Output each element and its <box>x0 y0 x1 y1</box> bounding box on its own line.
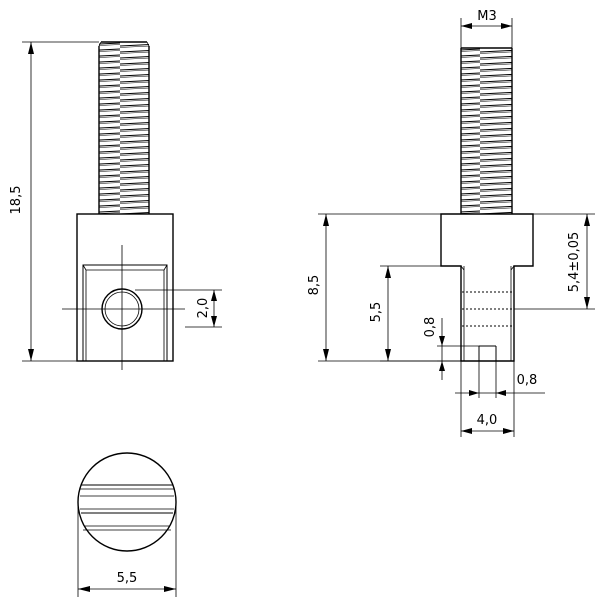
dim-pin-height: 5,4±0,05 <box>514 213 595 310</box>
dim-thread-label: M3 <box>477 9 497 24</box>
dim-diameter: 5,5 <box>77 502 177 597</box>
dim-diameter-label: 5,5 <box>117 571 138 586</box>
dim-base-width-label: 4,0 <box>477 413 498 428</box>
head-circle <box>77 452 177 552</box>
dim-body-height-label: 8,5 <box>307 275 322 296</box>
dim-wall-vertical: 0,8 <box>423 317 479 380</box>
dim-pin-height-label: 5,4±0,05 <box>567 232 582 293</box>
top-view <box>77 452 177 552</box>
front-thread <box>98 41 150 214</box>
dim-body-height: 8,5 <box>307 213 461 362</box>
dim-hole-offset-label: 2,0 <box>196 298 211 319</box>
front-view <box>62 41 185 370</box>
dim-total-length-label: 18,5 <box>9 186 24 215</box>
dim-slot-height: 5,5 <box>369 265 461 362</box>
front-body <box>76 213 174 362</box>
dim-total-length: 18,5 <box>9 41 99 362</box>
dim-hole-offset: 2,0 <box>135 289 222 328</box>
dim-base-width: 4,0 <box>460 361 515 437</box>
side-view <box>440 47 534 362</box>
side-thread <box>460 47 513 214</box>
dim-wall-vertical-label: 0,8 <box>423 317 438 338</box>
front-slot <box>82 264 168 361</box>
dim-wall-horizontal-label: 0,8 <box>517 373 538 388</box>
side-body <box>440 213 534 362</box>
dim-slot-height-label: 5,5 <box>369 302 384 323</box>
dim-thread: M3 <box>460 9 513 48</box>
dim-wall-horizontal: 0,8 <box>455 361 545 398</box>
